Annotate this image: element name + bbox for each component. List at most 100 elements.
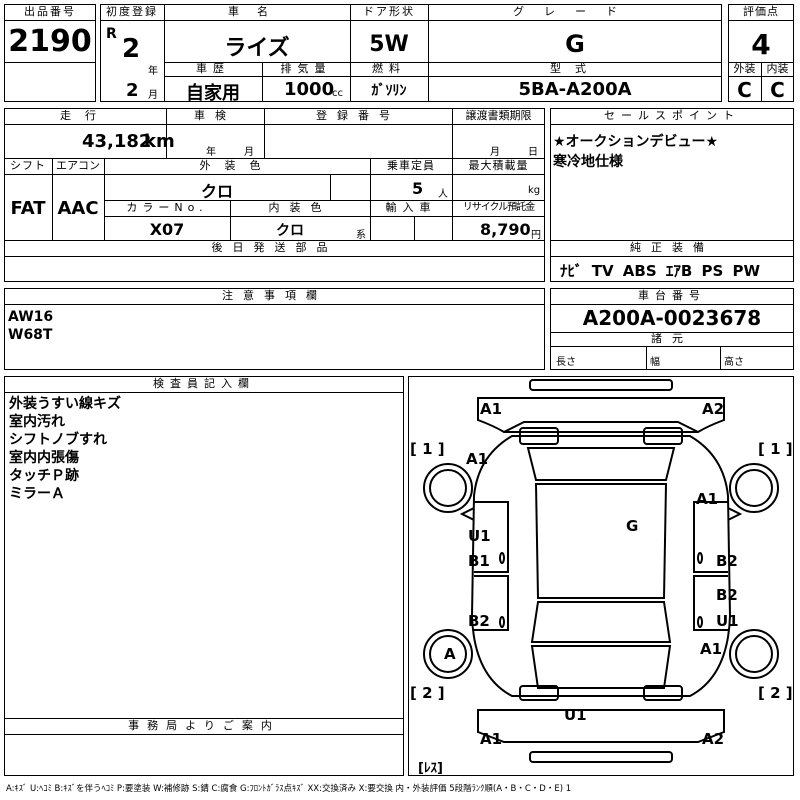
car-name-label: 車名 xyxy=(228,5,286,18)
year-num: 2 xyxy=(122,34,141,64)
shift-label: シフト xyxy=(10,159,46,172)
mark-rear-fender-right: A1 xyxy=(700,640,723,658)
inspector-line: タッチＰ跡 xyxy=(9,468,79,484)
notes-label: 注意事項欄 xyxy=(222,289,327,302)
mark-rear-right: A2 xyxy=(702,730,725,748)
exterior-grade: C xyxy=(737,78,752,102)
mark-hood: A1 xyxy=(466,450,489,468)
interior-color: クロ xyxy=(276,223,304,239)
dims-length: 長さ xyxy=(556,357,576,368)
equipment-items: ﾅﾋﾞ TV ABS ｴｱB PS PW xyxy=(560,262,761,280)
fuel-label: 燃料 xyxy=(372,62,406,75)
transfer-month: 月 xyxy=(490,147,500,158)
door-label: ドア形状 xyxy=(363,5,415,18)
model-code: 5BA-A200A xyxy=(518,79,632,100)
notes-box xyxy=(4,288,545,370)
dims-height: 高さ xyxy=(724,357,744,368)
recycle-label: リサイクル預託金 xyxy=(462,202,536,213)
legend: A:ｷｽﾞ U:ﾍｺﾐ B:ｷｽﾞを伴うﾍｺﾐ P:要塗装 W:補修跡 S:錆 … xyxy=(6,784,572,794)
interior-color-unit: 系 xyxy=(356,230,366,241)
recycle-unit: 円 xyxy=(531,230,541,241)
notes-line-1: AW16 xyxy=(8,309,54,325)
history-label: 車歴 xyxy=(196,62,230,75)
inspector-label: 検査員記入欄 xyxy=(153,377,255,390)
capacity: 5 xyxy=(412,179,424,198)
load-unit: kg xyxy=(528,185,541,196)
sales-box xyxy=(550,108,794,282)
bracket-res: [ﾚｽ] xyxy=(418,761,443,776)
later-parts-label: 後日発送部品 xyxy=(211,241,338,254)
transfer-day: 日 xyxy=(528,147,538,158)
score: 4 xyxy=(751,28,771,61)
mark-rear-mid: U1 xyxy=(564,706,587,724)
dims-label: 諸元 xyxy=(651,332,693,345)
exterior-label: 外装 xyxy=(733,62,756,75)
bracket-front-left: [ 1 ] xyxy=(410,440,445,458)
inspector-line: シフトノブすれ xyxy=(9,432,107,448)
sales-label: セールスポイント xyxy=(604,109,740,122)
dims-width: 幅 xyxy=(650,357,660,368)
model-label: 型式 xyxy=(550,62,600,75)
color-no-label: カラーNo. xyxy=(126,201,208,214)
regnum-label: 登録番号 xyxy=(316,109,400,122)
chassis-box xyxy=(550,288,794,370)
displacement-unit: cc xyxy=(332,88,343,99)
mark-door-rl: B2 xyxy=(468,612,490,630)
sales-line-2: 寒冷地仕様 xyxy=(553,154,623,170)
air-conditioner: AAC xyxy=(57,198,99,219)
mark-fender-right: A1 xyxy=(696,490,719,508)
interior-grade: C xyxy=(770,78,785,102)
mark-door-fl-1: U1 xyxy=(468,527,491,545)
chassis-number: A200A-0023678 xyxy=(582,306,762,330)
equipment-label: 純正装備 xyxy=(630,241,714,254)
inspector-line: 室内汚れ xyxy=(9,414,65,430)
mark-front-left: A1 xyxy=(480,400,503,418)
transfer-label: 譲渡書類期限 xyxy=(465,109,532,122)
mark-door-fr: B2 xyxy=(716,552,738,570)
year-unit: 年 xyxy=(148,66,158,77)
mark-door-rr-2: U1 xyxy=(716,612,739,630)
score-label: 評価点 xyxy=(743,5,779,18)
inspector-line: 室内内張傷 xyxy=(9,450,79,466)
mileage: 43,182 xyxy=(82,131,152,152)
lot-label: 出品番号 xyxy=(24,5,76,18)
month-unit: 月 xyxy=(148,90,158,101)
mark-roof: G xyxy=(626,517,639,535)
int-color-label: 内装色 xyxy=(268,201,332,214)
inspector-box xyxy=(4,376,404,776)
inspection-label: 車検 xyxy=(194,109,236,122)
office-label: 事務局よりご案内 xyxy=(128,719,280,732)
notes-line-2: W68T xyxy=(8,327,53,343)
mark-front-right: A2 xyxy=(702,400,725,418)
exterior-color: クロ xyxy=(200,182,233,201)
bracket-rear-right: [ 2 ] xyxy=(758,684,793,702)
mileage-unit: km xyxy=(144,131,175,152)
bracket-rear-left: [ 2 ] xyxy=(410,684,445,702)
mark-rear-wheel-left: A xyxy=(444,645,456,663)
shift: FAT xyxy=(10,198,46,219)
mark-door-fl-2: B1 xyxy=(468,552,490,570)
color-label: 外装色 xyxy=(199,159,275,172)
ac-label: エアコン xyxy=(56,159,100,172)
mileage-label: 走行 xyxy=(60,109,110,122)
car-name: ライズ xyxy=(224,36,290,61)
era: R xyxy=(106,26,117,42)
mark-rear-left: A1 xyxy=(480,730,503,748)
inspection-year: 年 xyxy=(206,147,216,158)
inspector-line: ミラーＡ xyxy=(9,486,65,502)
grade-label: グレード xyxy=(513,5,637,18)
inspection-month: 月 xyxy=(244,147,254,158)
capacity-label: 乗車定員 xyxy=(387,159,435,172)
import-label: 輸入車 xyxy=(385,201,437,214)
lot-number: 2190 xyxy=(8,24,92,59)
mark-door-rr-1: B2 xyxy=(716,586,738,604)
history: 自家用 xyxy=(186,83,240,104)
inspector-line: 外装うすい線キズ xyxy=(9,396,121,412)
interior-label: 内装 xyxy=(766,62,789,75)
load-label: 最大積載量 xyxy=(468,159,529,172)
displacement: 1000 xyxy=(284,79,335,100)
car-diagram xyxy=(423,379,779,763)
sales-line-1: ★オークションデビュー★ xyxy=(553,134,719,150)
bracket-front-right: [ 1 ] xyxy=(758,440,793,458)
door-shape: 5W xyxy=(369,32,409,57)
